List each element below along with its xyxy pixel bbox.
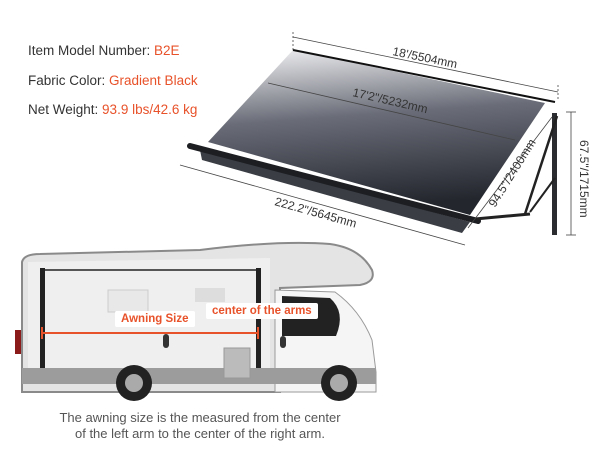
dim-overall-length: 18'/5504mm [391,44,458,71]
caption-line-2: of the left arm to the center of the rig… [74,426,325,441]
awning-illustration [187,49,559,235]
caption: The awning size is the measured from the… [0,410,400,442]
rv-illustration [15,241,377,401]
spec-value: B2E [154,43,180,58]
spec-fabric-color: Fabric Color: Gradient Black [28,73,198,88]
arm-diagonal [523,115,559,215]
spec-net-weight: Net Weight: 93.9 lbs/42.6 kg [28,102,197,117]
spec-label: Net Weight: [28,102,103,117]
mount-rail [552,113,557,235]
arm-lower [474,212,531,221]
spec-value: 93.9 lbs/42.6 kg [102,102,198,117]
spec-label: Fabric Color: [28,73,110,88]
left-arm [40,268,45,368]
spec-model-number: Item Model Number: B2E [28,43,180,58]
spec-label: Item Model Number: [28,43,155,58]
dim-height: 67.5"/1715mm [577,140,591,218]
awning-size-label: Awning Size [115,311,195,327]
caption-line-1: The awning size is the measured from the… [59,410,341,425]
center-of-arms-label: center of the arms [206,303,318,319]
spec-value: Gradient Black [109,73,198,88]
dimension-lines [179,32,576,246]
roller-bar [187,143,481,224]
